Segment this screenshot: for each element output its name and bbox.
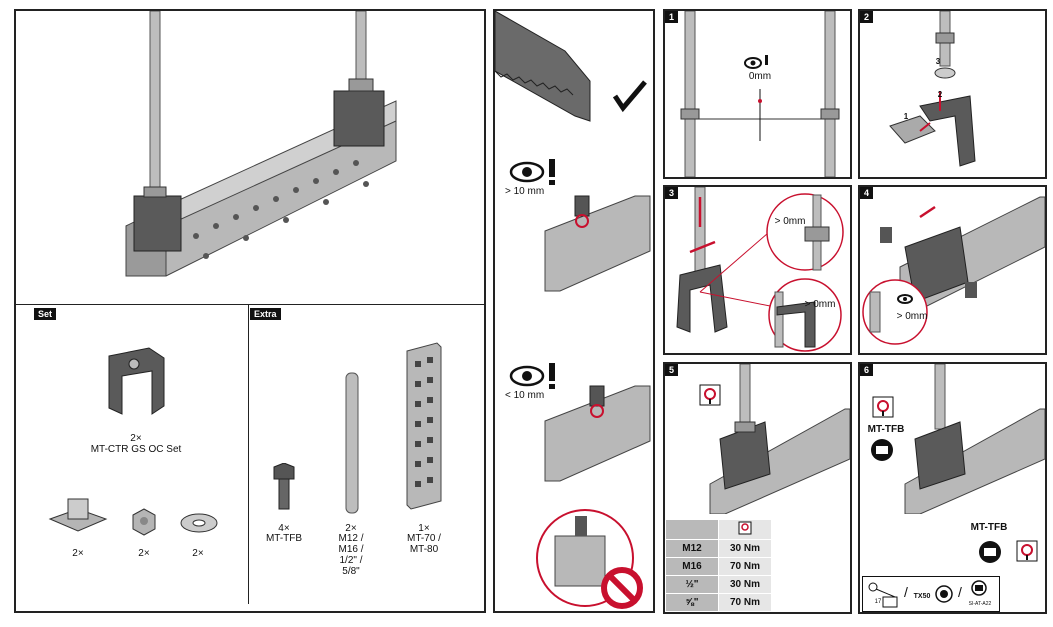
slash: / <box>958 584 962 600</box>
step-3-gap-label-1: > 0mm <box>774 216 806 227</box>
torque-wrench-icon <box>699 384 721 406</box>
size-cell: ⅝" <box>665 593 719 612</box>
size-cell: ½" <box>665 575 719 594</box>
bracket-part <box>108 347 165 415</box>
step-2-panel: 2 3 2 1 <box>858 9 1047 179</box>
set-qty-4: 2× <box>192 548 204 559</box>
step-number: 2 <box>860 11 874 23</box>
size-cell: M16 <box>665 557 719 576</box>
extra-qty-1: 4× <box>278 523 290 534</box>
divider <box>16 304 486 305</box>
saw-blade-icon <box>495 11 647 122</box>
step-6-panel: 6 MT-TFB MT-TFB 17 / TX50 <box>858 362 1047 614</box>
step-6-label-2: MT-TFB <box>970 522 1008 533</box>
step-1-panel: 1 0mm <box>663 9 852 179</box>
extra-qty-2: 2× <box>345 523 357 534</box>
channel-end-bad <box>544 385 651 482</box>
extra-name-2b: M16 / <box>338 544 364 555</box>
extra-tag: Extra <box>250 308 281 320</box>
channel-part <box>406 342 442 510</box>
step-number: 1 <box>665 11 679 23</box>
set-name-1: MT-CTR GS OC Set <box>90 444 182 455</box>
torque-cell: 70 Nm <box>718 593 772 612</box>
step-number: 5 <box>665 364 679 376</box>
cut-gt-label: > 10 mm <box>505 186 545 197</box>
step-2-label-1: 1 <box>903 112 909 121</box>
divider <box>248 304 249 604</box>
slash: / <box>904 584 908 600</box>
step-4-gap-label: > 0mm <box>896 311 928 322</box>
torque-wrench-icon <box>738 521 752 535</box>
set-tag: Set <box>34 308 57 320</box>
extra-name-2c: 1/2" / <box>339 555 363 566</box>
extra-qty-3: 1× <box>418 523 430 534</box>
rod-part <box>345 372 359 514</box>
step-number: 4 <box>860 187 874 199</box>
tools-box: 17 / TX50 / SI-AT-A22 <box>862 576 1000 612</box>
magnified-bad-detail <box>536 509 643 609</box>
screw-part <box>273 463 295 510</box>
set-qty-1: 2× <box>130 433 142 444</box>
manual-read-icon <box>871 439 893 461</box>
step-4-panel: 4 > 0mm <box>858 185 1047 355</box>
extra-name-2a: M12 / <box>338 533 364 544</box>
ref-code: SI-AT-A22 <box>968 601 992 607</box>
step-number: 3 <box>665 187 679 199</box>
step-1-illustration <box>680 11 840 177</box>
extra-name-3b: MT-80 <box>409 544 439 555</box>
step-3-gap-label-2: > 0mm <box>804 299 836 310</box>
step-2-label-2: 2 <box>937 90 943 99</box>
cut-panel: > 10 mm < 10 mm <box>493 9 655 613</box>
step-2-illustration <box>889 11 976 167</box>
manual-read-icon <box>979 541 1001 563</box>
step-6-illustration <box>904 364 1045 514</box>
torque-cell: 30 Nm <box>718 575 772 594</box>
torque-wrench-icon <box>872 396 894 418</box>
washer-part <box>180 513 218 533</box>
step-6-label-1: MT-TFB <box>867 424 905 435</box>
extra-name-1: MT-TFB <box>265 533 303 544</box>
step-2-label-3: 3 <box>935 57 941 66</box>
step-5-illustration <box>709 364 850 514</box>
cut-lt-label: < 10 mm <box>505 390 545 401</box>
size-cell: M12 <box>665 539 719 558</box>
plate-nut-part <box>48 498 108 532</box>
step-number: 6 <box>860 364 874 376</box>
torx-label: TX50 <box>913 593 931 600</box>
step-1-gap-label: 0mm <box>748 71 772 82</box>
step-3-illustration <box>676 187 844 352</box>
manual-read-icon <box>971 580 987 596</box>
channel-end-good <box>544 195 651 292</box>
step-4-illustration <box>862 196 1045 345</box>
eye-warning-icon <box>509 363 555 389</box>
set-qty-3: 2× <box>138 548 150 559</box>
nut-part <box>132 508 156 536</box>
torx-icon <box>935 585 953 603</box>
wrench-icon <box>868 582 898 608</box>
set-qty-2: 2× <box>72 548 84 559</box>
overview-panel: Set Extra 2× MT-CTR GS OC Set 2× 2× 2× 4… <box>14 9 486 613</box>
header-cell <box>665 519 719 540</box>
header-cell <box>718 519 772 540</box>
extra-name-3a: MT-70 / <box>407 533 441 544</box>
eye-warning-icon <box>509 159 555 185</box>
torque-wrench-icon <box>1016 540 1038 562</box>
step-3-panel: 3 > 0mm > 0mm <box>663 185 852 355</box>
torque-cell: 70 Nm <box>718 557 772 576</box>
wrench-size: 17 <box>874 599 882 605</box>
torque-cell: 30 Nm <box>718 539 772 558</box>
assembly-illustration <box>125 11 397 277</box>
extra-name-2d: 5/8" <box>342 566 360 577</box>
